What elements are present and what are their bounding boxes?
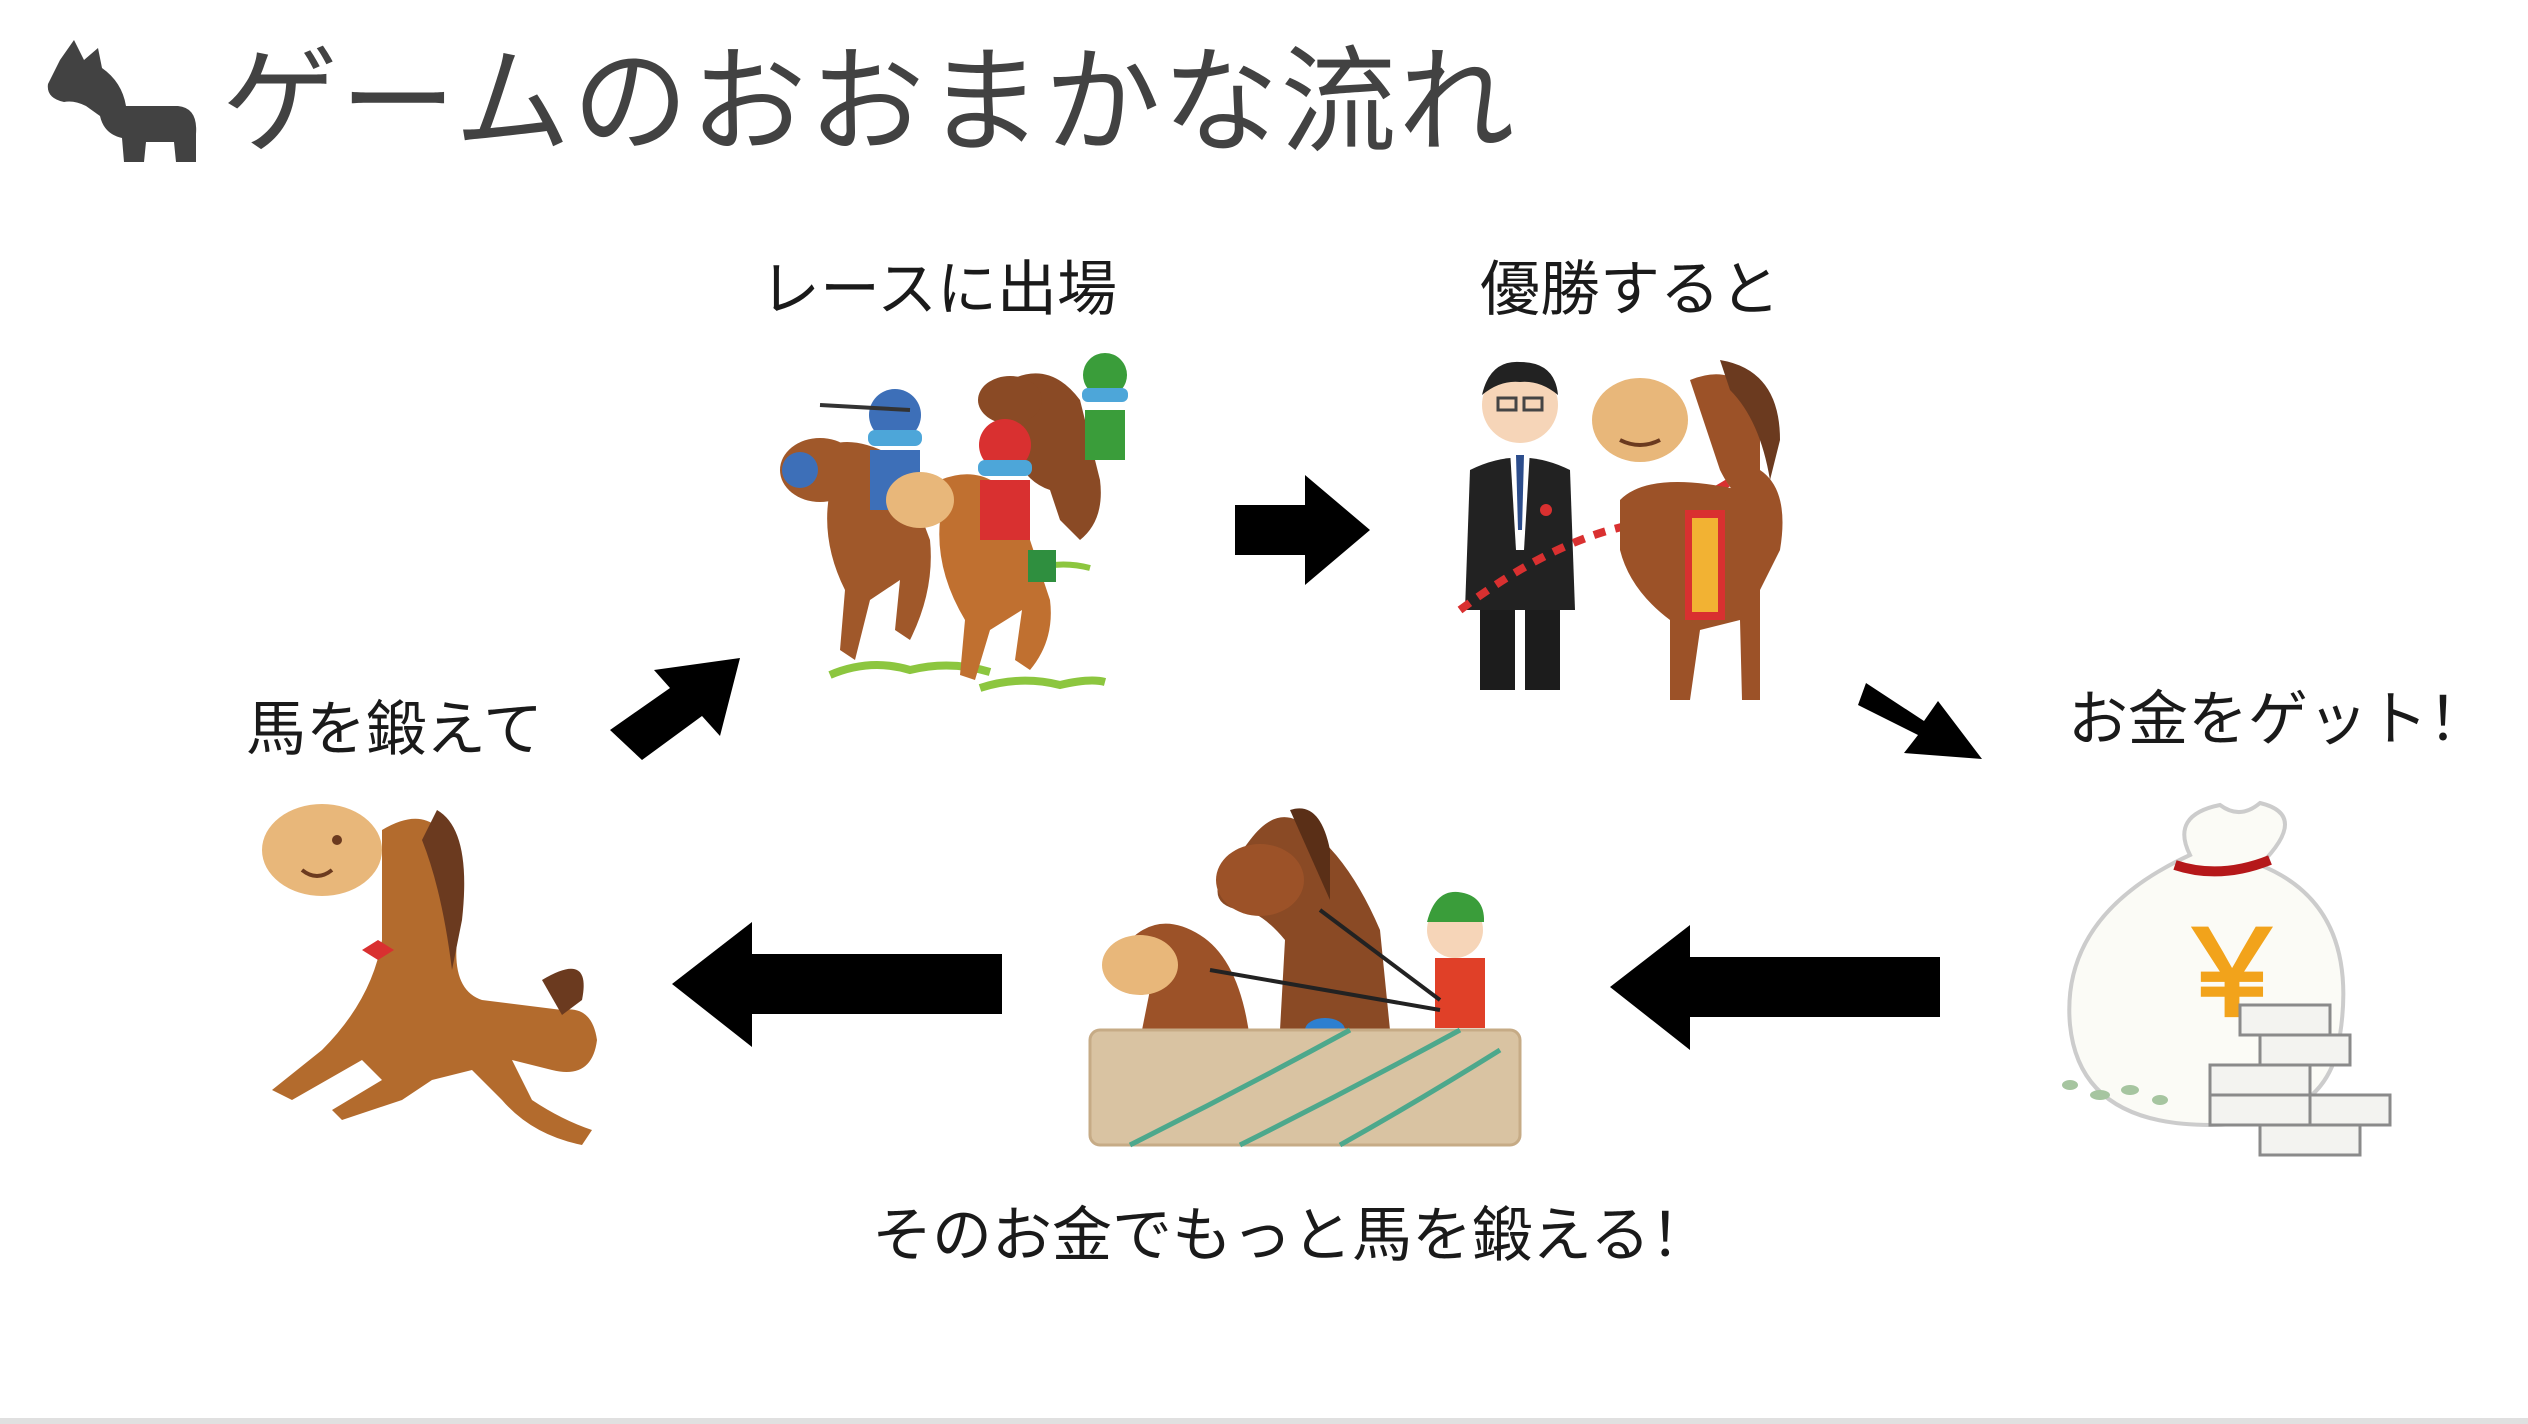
horse-pool-training-illustration xyxy=(1088,808,1522,1148)
step-label-race: レースに出場 xyxy=(760,255,1117,325)
step-label-reinvest: そのお金でもっと馬を鍛える！ xyxy=(872,1201,1711,1271)
horse-race-illustration xyxy=(780,353,1128,692)
arrow-down-right-icon xyxy=(1858,683,1982,759)
arrow-up-right-icon xyxy=(610,658,740,760)
arrow-right-icon xyxy=(1235,475,1370,585)
slide-bottom-border xyxy=(0,1418,2528,1424)
step-label-money: お金をゲット！ xyxy=(2068,685,2488,755)
money-bag-illustration: ￥ xyxy=(2062,800,2392,1157)
arrow-left-icon xyxy=(1610,925,1940,1050)
winner-owner-horse-illustration xyxy=(1457,360,1783,700)
step-label-win: 優勝すると xyxy=(1480,255,1780,325)
arrow-left-icon xyxy=(672,922,1002,1047)
step-label-train: 馬を鍛えて xyxy=(246,695,543,765)
horse-icon xyxy=(47,40,197,162)
page-title: ゲームのおおまかな流れ xyxy=(222,35,1517,170)
jumping-horse-illustration xyxy=(262,804,597,1145)
